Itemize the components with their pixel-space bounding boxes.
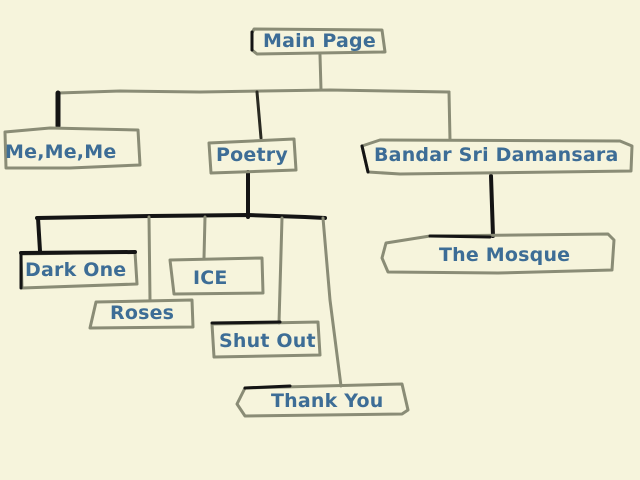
node-bandar-sri-damansara[interactable]: Bandar Sri Damansara [374,144,619,166]
box-poetry [207,137,298,175]
connector-to-shut-out [277,216,284,325]
connector-to-ice [202,215,207,260]
connector-to-poetry [255,90,263,140]
node-ice[interactable]: ICE [193,267,228,289]
connector-poetry-bar [35,213,327,220]
box-ice [168,256,265,296]
node-thank-you[interactable]: Thank You [271,390,384,412]
box-shut-out [210,320,322,359]
node-the-mosque[interactable]: The Mosque [439,244,571,266]
connector-to-thank-you [321,216,343,388]
box-the-mosque [380,232,616,275]
node-boxes [3,27,634,418]
connector-lines [35,53,495,388]
connector-top-bar [56,88,451,95]
connector-main-stem [318,53,323,92]
node-dark-one[interactable]: Dark One [25,259,127,281]
box-me-me-me [3,126,142,170]
node-roses[interactable]: Roses [110,302,175,324]
box-bandar [360,138,634,176]
connector-to-bandar [447,90,452,142]
node-main-page[interactable]: Main Page [263,30,376,52]
node-shut-out[interactable]: Shut Out [219,330,316,352]
connector-to-roses [147,215,152,302]
connector-to-mosque [489,174,495,238]
connector-to-dark-one [36,216,42,253]
box-thank-you [235,382,410,418]
node-me-me-me[interactable]: Me,Me,Me [5,141,117,163]
node-poetry[interactable]: Poetry [216,144,288,166]
box-roses [88,298,195,330]
